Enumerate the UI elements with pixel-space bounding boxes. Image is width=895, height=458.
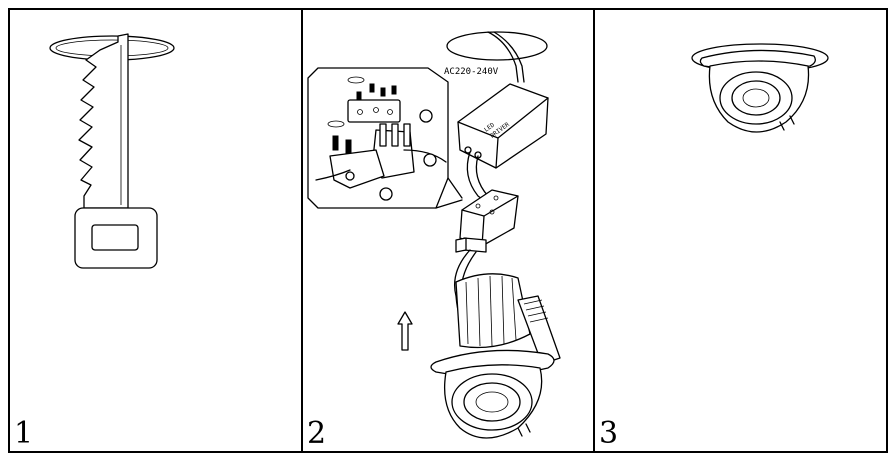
panel-3: 3 — [599, 43, 829, 451]
downlight-fixture-illustration — [430, 273, 561, 439]
panel-2: AC220-240V LED DRIVER — [307, 31, 561, 451]
terminal-connector-box — [455, 189, 519, 253]
panel-1: 1 — [14, 33, 175, 451]
voltage-label: AC220-240V — [444, 67, 499, 77]
installed-downlight-illustration — [699, 49, 816, 133]
ceiling-hole-illustration — [446, 31, 548, 83]
step-number-2: 2 — [307, 416, 326, 451]
driver-output-wire — [466, 151, 487, 203]
terminal-block-detail-callout — [307, 67, 463, 209]
step-number-1: 1 — [14, 416, 33, 451]
insert-up-arrow-icon — [397, 311, 413, 351]
frame-border — [8, 8, 888, 453]
step-number-3: 3 — [599, 416, 618, 451]
hole-saw-illustration — [74, 33, 158, 269]
led-driver-box: LED DRIVER — [457, 83, 549, 169]
